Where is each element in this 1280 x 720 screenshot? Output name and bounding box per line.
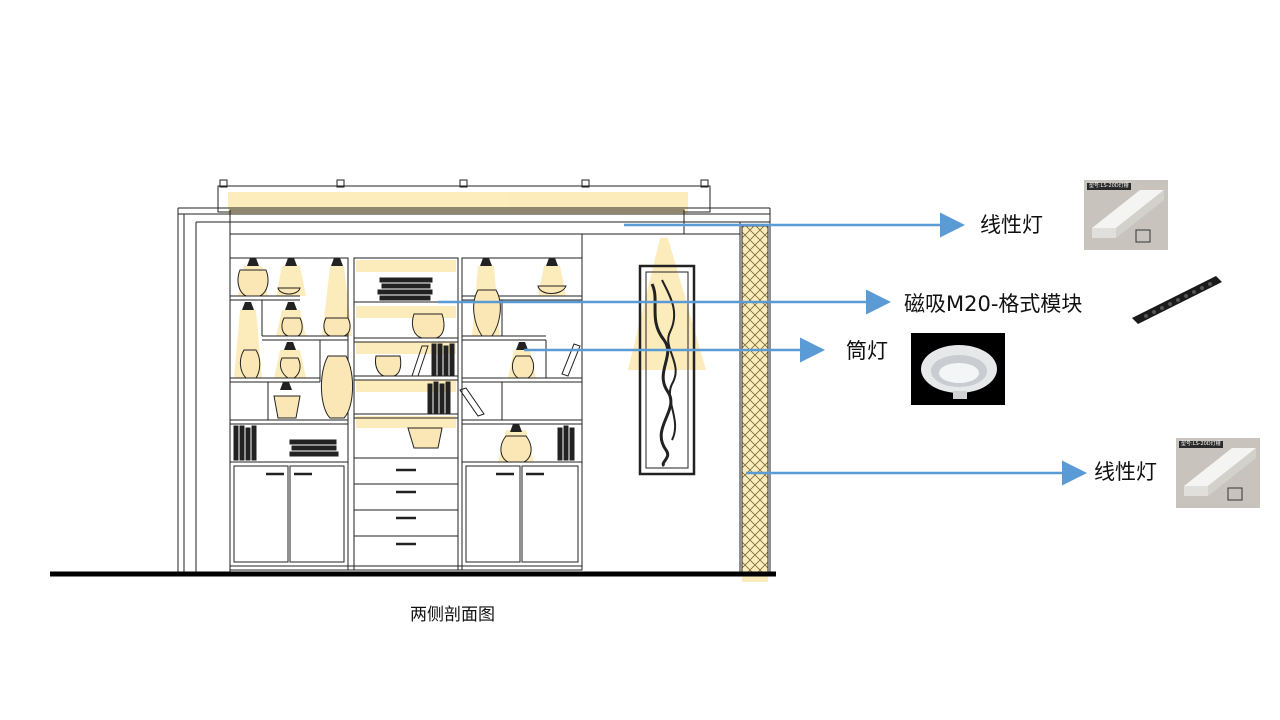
light-glow-group: [228, 192, 768, 582]
panel-glow: [628, 238, 706, 370]
display-objects: [237, 269, 567, 463]
callout-arrows: [438, 212, 1087, 486]
hanger-3: [459, 179, 468, 188]
hanger-4: [581, 179, 590, 188]
linear-light-thumbnail-top: 型号:LS-20D灯槽: [1084, 180, 1168, 250]
linear-profile-icon-side: [1184, 448, 1256, 501]
downlight-fixtures: [242, 258, 558, 432]
downlight-thumbnail: [911, 333, 1005, 405]
leaning-books: [411, 343, 581, 417]
hanger-5: [700, 179, 709, 188]
left-base-cabinet: [229, 461, 349, 567]
side-light-strip: [741, 225, 769, 575]
shelf-glow-3: [356, 342, 456, 354]
callout-label-linear-top: 线性灯: [980, 213, 1043, 237]
cabinet-outline: [177, 179, 771, 572]
magnetic-module-thumbnail: [1128, 270, 1224, 328]
bulkhead-box: [217, 185, 711, 213]
drawing-caption: 两侧剖面图: [410, 605, 495, 625]
linear-profile-icon: [1092, 190, 1164, 243]
callout-label-downlight: 筒灯: [846, 339, 888, 363]
magnetic-module-icon: [1132, 276, 1222, 324]
downlight-icon: [921, 345, 997, 399]
top-linear-glow: [228, 192, 688, 214]
books: [233, 277, 575, 461]
linear-light-thumbnail-side: 型号:LS-20D灯槽: [1176, 438, 1260, 508]
callout-label-linear-side: 线性灯: [1094, 460, 1157, 484]
shelf-glow-1: [356, 260, 456, 272]
linear-thumbnail-tag: 型号:LS-20D灯槽: [1087, 183, 1131, 190]
drawer-stack: [353, 457, 459, 567]
linear-thumbnail-tag-side: 型号:LS-20D灯槽: [1179, 441, 1223, 448]
hanger-2: [336, 179, 345, 188]
hanger-1: [219, 179, 228, 188]
cabinet-handles: [266, 468, 544, 546]
shelf-glow-5: [356, 416, 456, 428]
art-panel: [638, 264, 696, 476]
callout-label-magnetic-module: 磁吸M20-格式模块: [904, 292, 1083, 316]
